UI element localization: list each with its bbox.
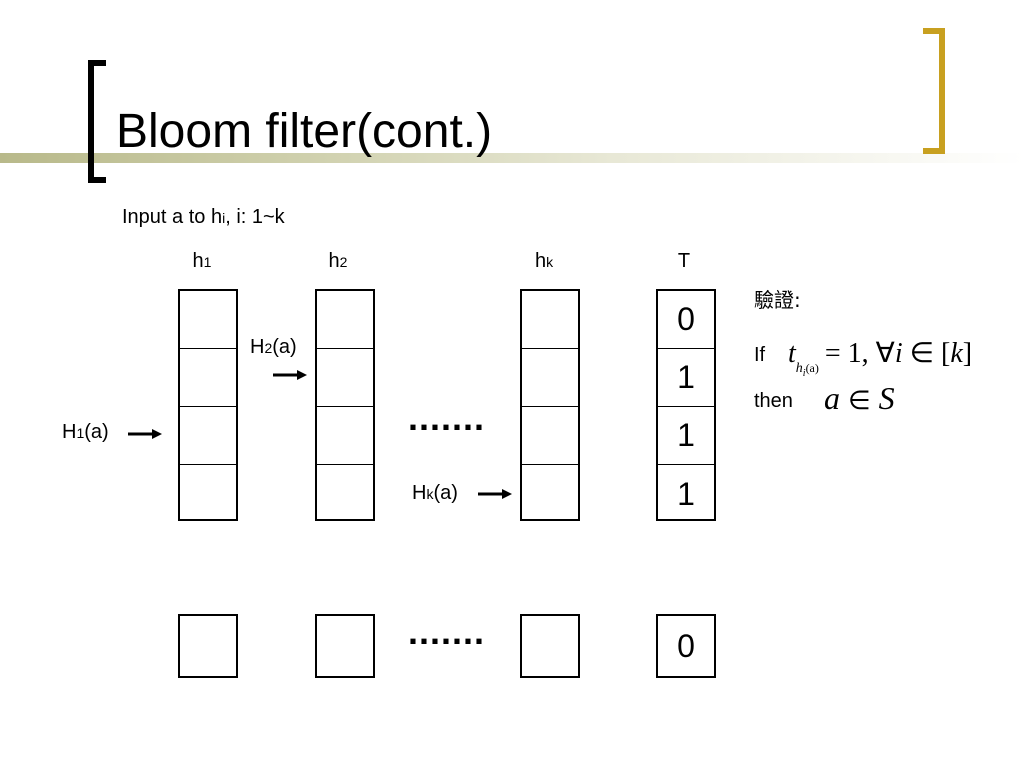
array-cell bbox=[317, 291, 373, 349]
single-slot-h1 bbox=[178, 614, 238, 678]
hash-label-h1: H1(a) bbox=[62, 421, 109, 443]
arrow-right-icon bbox=[273, 370, 307, 380]
slide-subtitle: Input a to hi, i: 1~k bbox=[122, 206, 285, 229]
bit-array-h2 bbox=[315, 289, 375, 521]
ellipsis-middle: ....... bbox=[408, 397, 486, 438]
t-cell-value: 1 bbox=[658, 349, 714, 407]
column-label-t: T bbox=[677, 250, 691, 272]
single-slot-h2 bbox=[315, 614, 375, 678]
slide-title: Bloom filter(cont.) bbox=[116, 105, 493, 158]
then-label: then bbox=[754, 390, 793, 412]
array-cell bbox=[317, 349, 373, 407]
left-bracket-decoration bbox=[88, 60, 106, 183]
bit-array-h1 bbox=[178, 289, 238, 521]
hash-label-h2: H2(a) bbox=[250, 336, 297, 358]
array-cell bbox=[180, 465, 236, 523]
column-label-h2: h2 bbox=[328, 250, 348, 272]
array-cell bbox=[180, 291, 236, 349]
right-bracket-decoration bbox=[923, 28, 945, 154]
array-cell bbox=[522, 349, 578, 407]
array-cell bbox=[522, 291, 578, 349]
subtitle-suffix: , i: 1~k bbox=[225, 206, 285, 228]
condition-formula: thi(a)= 1, ∀i ∈ [k] bbox=[788, 338, 973, 379]
array-cell bbox=[180, 407, 236, 465]
bit-array-t: 0 1 1 1 bbox=[656, 289, 716, 521]
t-cell-value: 1 bbox=[677, 475, 695, 512]
title-underline-band bbox=[0, 153, 1024, 163]
column-label-hk: hk bbox=[534, 250, 554, 272]
bit-array-hk bbox=[520, 289, 580, 521]
subtitle-subscript: i bbox=[222, 210, 226, 226]
if-label: If bbox=[754, 344, 766, 366]
array-cell bbox=[317, 465, 373, 523]
arrow-right-icon bbox=[478, 489, 512, 499]
t-cell-value: 0 bbox=[658, 291, 714, 349]
hash-label-hk: Hk(a) bbox=[412, 482, 458, 504]
ellipsis-bottom: ....... bbox=[408, 611, 486, 652]
array-cell bbox=[522, 407, 578, 465]
conclusion-formula: a ∈ S bbox=[824, 380, 895, 416]
column-label-h1: h1 bbox=[192, 250, 212, 272]
verify-heading: 驗證: bbox=[754, 288, 801, 312]
array-cell bbox=[522, 465, 578, 523]
t-cell-value: 1 bbox=[658, 407, 714, 465]
arrow-right-icon bbox=[128, 429, 162, 439]
single-slot-hk bbox=[520, 614, 580, 678]
array-cell bbox=[180, 349, 236, 407]
single-slot-t: 0 bbox=[656, 614, 716, 678]
array-cell bbox=[317, 407, 373, 465]
subtitle-prefix: Input a to h bbox=[122, 206, 223, 228]
